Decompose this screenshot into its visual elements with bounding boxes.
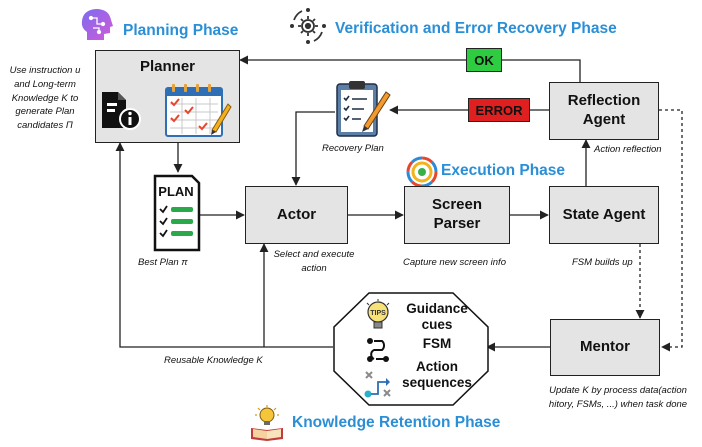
knowledge-to-planner-arrow	[115, 142, 333, 348]
action-sequence-icon	[362, 368, 394, 400]
reusable-knowledge-note: Reusable Knowledge K	[164, 355, 263, 366]
guidance-line-3: FSM	[422, 336, 452, 352]
document-info-icon	[98, 86, 144, 132]
best-plan-note: Best Plan π	[138, 257, 188, 268]
planner-input-note: Use instruction u and Long-term Knowledg…	[9, 65, 81, 132]
gear-network-icon	[288, 6, 328, 46]
fsm-loop-icon	[364, 336, 392, 364]
state-agent-node[interactable]: State Agent	[549, 186, 659, 244]
execution-phase-icon	[406, 156, 438, 188]
guidance-line-5: sequences	[402, 374, 472, 390]
reflection-agent-node[interactable]: Reflection Agent	[549, 82, 659, 140]
planning-phase-icon	[79, 6, 117, 44]
reflection-to-mentor-dashed-arrow	[659, 109, 683, 352]
tips-bulb-icon: TIPS	[364, 299, 392, 331]
capture-screen-note: Capture new screen info	[403, 257, 506, 268]
actor-node[interactable]: Actor	[245, 186, 348, 244]
knowledge-phase-title: Knowledge Retention Phase	[292, 414, 501, 431]
verification-phase-title: Verification and Error Recovery Phase	[335, 20, 617, 37]
lightbulb-book-icon	[248, 404, 286, 442]
planner-label: Planner	[139, 58, 196, 75]
mentor-node[interactable]: Mentor	[550, 319, 660, 376]
action-reflection-note: Action reflection	[594, 144, 662, 155]
recovery-to-actor-arrow	[291, 111, 335, 186]
guidance-line-1: Guidance	[406, 301, 468, 316]
plan-icon-text: PLAN	[158, 184, 193, 199]
state-agent-label: State Agent	[562, 205, 646, 223]
error-tag: ERROR	[468, 98, 530, 122]
mentor-label: Mentor	[580, 338, 630, 356]
guidance-line-4: Action	[416, 358, 458, 374]
plan-document-icon: PLAN	[152, 174, 202, 252]
select-execute-note: Select and execute action	[273, 249, 355, 274]
planning-phase-title: Planning Phase	[123, 22, 239, 39]
tips-icon-text: TIPS	[370, 310, 386, 317]
reflection-agent-label: Reflection Agent	[567, 92, 641, 128]
fsm-builds-note: FSM builds up	[572, 257, 633, 268]
screen-parser-label: Screen Parser	[431, 196, 483, 232]
guidance-line-2: cues	[421, 317, 453, 333]
recovery-clipboard-icon	[334, 78, 392, 138]
update-knowledge-note: Update K by process data(action hitory, …	[548, 385, 688, 410]
ok-feedback-arrow	[239, 55, 581, 82]
screen-parser-node[interactable]: Screen Parser	[404, 186, 510, 244]
execution-phase-title: Execution Phase	[441, 162, 566, 179]
actor-label: Actor	[276, 205, 317, 223]
checklist-board-icon	[162, 82, 232, 138]
guidance-list: Guidance cues FSM Action sequences	[395, 301, 479, 391]
recovery-plan-note: Recovery Plan	[322, 143, 384, 154]
ok-tag: OK	[466, 48, 502, 72]
